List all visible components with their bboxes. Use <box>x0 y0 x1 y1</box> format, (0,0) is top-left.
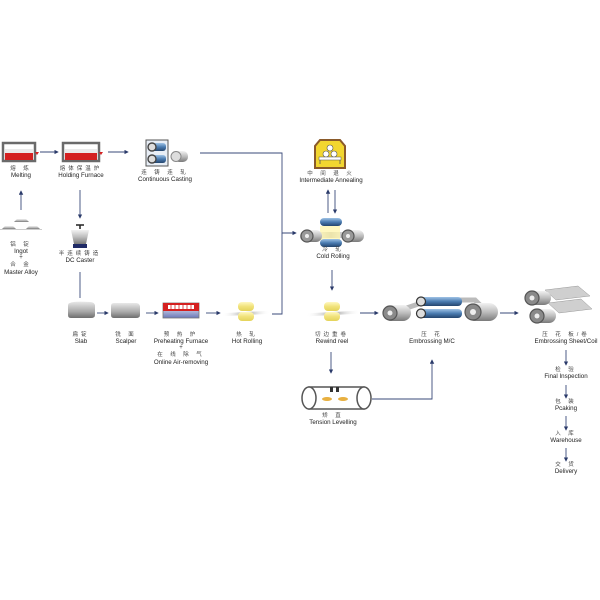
holding-furnace-icon <box>61 141 103 163</box>
continuous-casting-icon <box>145 139 188 167</box>
tension-levelling-icon <box>301 386 372 410</box>
label-intermediate-annealing: 中 间 退 火 Intermediate Annealing <box>299 171 363 185</box>
label-ingot-master-alloy: 铝 锭 Ingot + 合 金 Master Alloy <box>4 242 38 276</box>
label-preheating-furnace: 预 热 炉 Preheating Furnace + 在 线 除 气 Onlin… <box>153 332 209 366</box>
scalper-icon <box>111 303 140 318</box>
connectors <box>18 149 569 462</box>
cold-rolling-icon <box>300 218 364 247</box>
arrow-tension-to-emboss <box>372 359 435 400</box>
rewind-reel-icon <box>305 302 361 321</box>
melting-furnace-icon <box>1 141 39 163</box>
arrow-continuous-to-coldroll <box>200 152 297 236</box>
slab-icon <box>68 301 95 318</box>
label-hot-rolling: 热 轧 Hot Rolling <box>231 332 263 346</box>
label-scalper: 铣 面 Scalper <box>115 332 137 346</box>
preheating-furnace-icon <box>162 302 200 319</box>
ingot-icon <box>0 219 42 230</box>
label-delivery: 交 货 Delivery <box>554 462 578 476</box>
label-dc-caster: 半连续铸造 DC Caster <box>58 251 102 265</box>
embossing-coil-icon <box>524 285 593 324</box>
label-final-inspection: 检 验 Final Inspection <box>544 367 588 381</box>
label-packing: 包 装 Pcaking <box>554 399 578 413</box>
annealing-furnace-icon <box>314 139 346 169</box>
label-warehouse: 入 库 Warehouse <box>550 431 582 445</box>
label-continuous-casting: 连 铸 连 轧 Continuous Casting <box>137 170 193 184</box>
label-embossing-mc: 压 花 Embrossing M/C <box>409 332 455 346</box>
embossing-machine-icon <box>382 296 498 321</box>
label-holding-furnace: 熔体保温炉 Holding Furnace <box>58 166 104 180</box>
hot-rolling-icon <box>221 302 271 321</box>
label-tension-levelling: 矫 直 Tension Levelling <box>309 413 357 427</box>
label-embossing-sheet-coil: 压 花 板/卷 Embrossing Sheet/Coil <box>534 332 598 346</box>
label-rewind-reel: 切边重卷 Rewind reel <box>314 332 350 346</box>
label-cold-rolling: 冷 轧 Cold Rolling <box>316 247 350 261</box>
label-slab: 扁锭 Slab <box>72 332 90 346</box>
label-melting: 熔 炼 Melting <box>10 166 32 180</box>
dc-caster-icon <box>71 224 89 248</box>
line-hotroll-to-coldroll <box>272 233 283 315</box>
